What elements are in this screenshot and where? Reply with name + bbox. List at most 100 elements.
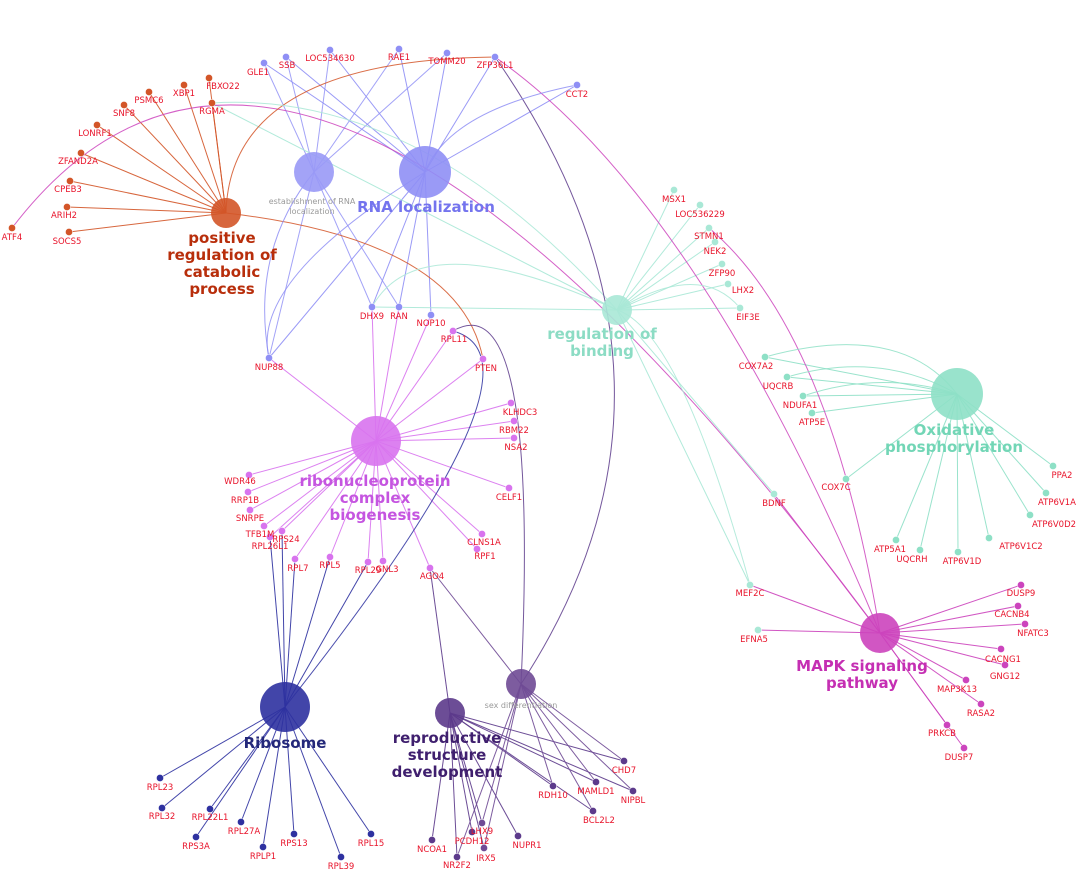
gene-label-rbm22: RBM22 [499,426,529,436]
gene-label-eif3e: EIF3E [736,313,760,323]
gene-node-ago4 [426,564,434,572]
gene-node-rps3a [192,833,200,841]
gene-label-ran: RAN [390,312,408,322]
gene-label-cpeb3: CPEB3 [54,185,82,195]
gene-node-rpl23 [156,774,164,782]
edge-rpl5-ribosome [284,556,331,708]
gene-node-msx1 [670,186,678,194]
hub-label-catabolic: positive [188,229,255,247]
gene-label-rpl7: RPL7 [287,564,308,574]
edge-rpl32-ribosome [161,706,286,809]
gene-label-klhdc3: KLHDC3 [503,408,538,418]
gene-node-snf8 [120,101,128,109]
edge-mamld1-repro [449,712,597,783]
gene-node-ppa2 [1049,462,1057,470]
gene-node-rbm22 [510,417,518,425]
gene-label-ncoa1: NCOA1 [417,845,447,855]
edge-lhx2-binding [616,283,729,311]
gene-label-atp5e: ATP5E [799,418,825,428]
gene-node-atp6v1c2 [985,534,993,542]
gene-label-snf8: SNF8 [113,109,135,119]
gene-label-tfb1m: TFB1M [245,530,275,540]
hub-node-sexdiff [506,669,536,699]
gene-node-rpl39 [337,853,345,861]
edge-rpl29-ribosome [284,561,369,708]
gene-node-mef2c [746,581,754,589]
edge-nipbl-repro [449,712,634,792]
edge-msx1-binding [616,189,675,311]
edge-rgma-binding [211,102,618,311]
gene-label-nop10: NOP10 [417,319,446,329]
gene-node-tfb1m [260,522,268,530]
gene-node-klhdc3 [507,399,515,407]
edge-ran-rna_small [313,171,400,308]
gene-label-gle1: GLE1 [247,68,269,78]
hub-label-catabolic: catabolic [184,263,261,281]
gene-label-irx5: IRX5 [476,854,496,864]
gene-label-rrp1b: RRP1B [231,496,259,506]
edge-cpeb3-catabolic [69,180,227,214]
gene-node-cacng1 [997,645,1005,653]
curved-edge [616,309,751,586]
edge-nr2f2-sexdiff [456,683,522,858]
hub-node-rnp [351,416,401,466]
gene-node-wdr46 [245,471,253,479]
gene-node-rplp1 [259,843,267,851]
gene-node-ncoa1 [428,836,436,844]
gene-label-socs5: SOCS5 [53,237,82,247]
edge-dhx9-rna_small [313,171,373,308]
gene-label-rpl39: RPL39 [328,862,355,872]
gene-node-zfand2a [77,149,85,157]
gene-node-xbp1 [180,81,188,89]
gene-label-rpl29: RPL29 [355,566,382,576]
edge-chd7-repro [449,712,625,762]
gene-label-nupr1: NUPR1 [512,841,541,851]
gene-node-zfp36l1 [491,53,499,61]
gene-label-lhx2: LHX2 [732,286,754,296]
gene-label-atp6v1d: ATP6V1D [943,557,982,567]
gene-node-efna5 [754,626,762,634]
edge-rpl26l1-ribosome [269,536,286,708]
gene-label-pcdh12: PCDH12 [455,837,490,847]
gene-node-rpf1 [473,545,481,553]
edge-rpl15-ribosome [284,706,372,835]
gene-label-atp5a1: ATP5A1 [874,545,906,555]
gene-node-rpl15 [367,830,375,838]
gene-node-snrpe [246,506,254,514]
gene-node-rpl7 [291,555,299,563]
gene-label-nup88: NUP88 [255,363,284,373]
hub-label-catabolic: process [189,280,254,298]
edge-socs5-catabolic [68,212,227,233]
edge-ago4-repro [429,567,451,714]
gene-label-zfand2a: ZFAND2A [58,157,98,167]
edge-uqcrb-oxphos [786,376,958,395]
gene-label-ago4: AGO4 [420,572,444,582]
gene-label-rpl5: RPL5 [319,561,340,571]
gene-label-atp6v1c2: ATP6V1C2 [999,542,1042,552]
gene-label-psmc6: PSMC6 [134,96,163,106]
edge-zfand2a-catabolic [80,152,227,214]
gene-label-dusp9: DUSP9 [1007,589,1036,599]
gene-node-rrp1b [244,488,252,496]
gene-label-rps13: RPS13 [280,839,307,849]
gene-label-atp6v1a: ATP6V1A [1038,498,1076,508]
gene-node-dusp9 [1017,581,1025,589]
gene-label-msx1: MSX1 [662,195,686,205]
edge-cacng1-mapk [879,632,1002,650]
edge-stmn1-binding [616,227,710,311]
gene-label-rpl22l1: RPL22L1 [192,813,229,823]
hub-node-rna_small [294,152,334,192]
gene-label-fbxo22: FBXO22 [206,82,240,92]
gene-label-rps24: RPS24 [272,535,299,545]
curved-edge [494,56,881,634]
gene-node-uqcrb [783,373,791,381]
gene-label-cacnb4: CACNB4 [994,610,1029,620]
hub-node-ribosome [260,682,310,732]
edge-gng12-mapk [879,632,1006,666]
edge-psmc6-catabolic [148,91,227,214]
gene-label-arih2: ARIH2 [51,211,77,221]
gene-label-nsa2: NSA2 [504,443,527,453]
edge-rae1-rna_small [313,48,400,173]
hub-label-oxphos: Oxidative [914,421,995,439]
